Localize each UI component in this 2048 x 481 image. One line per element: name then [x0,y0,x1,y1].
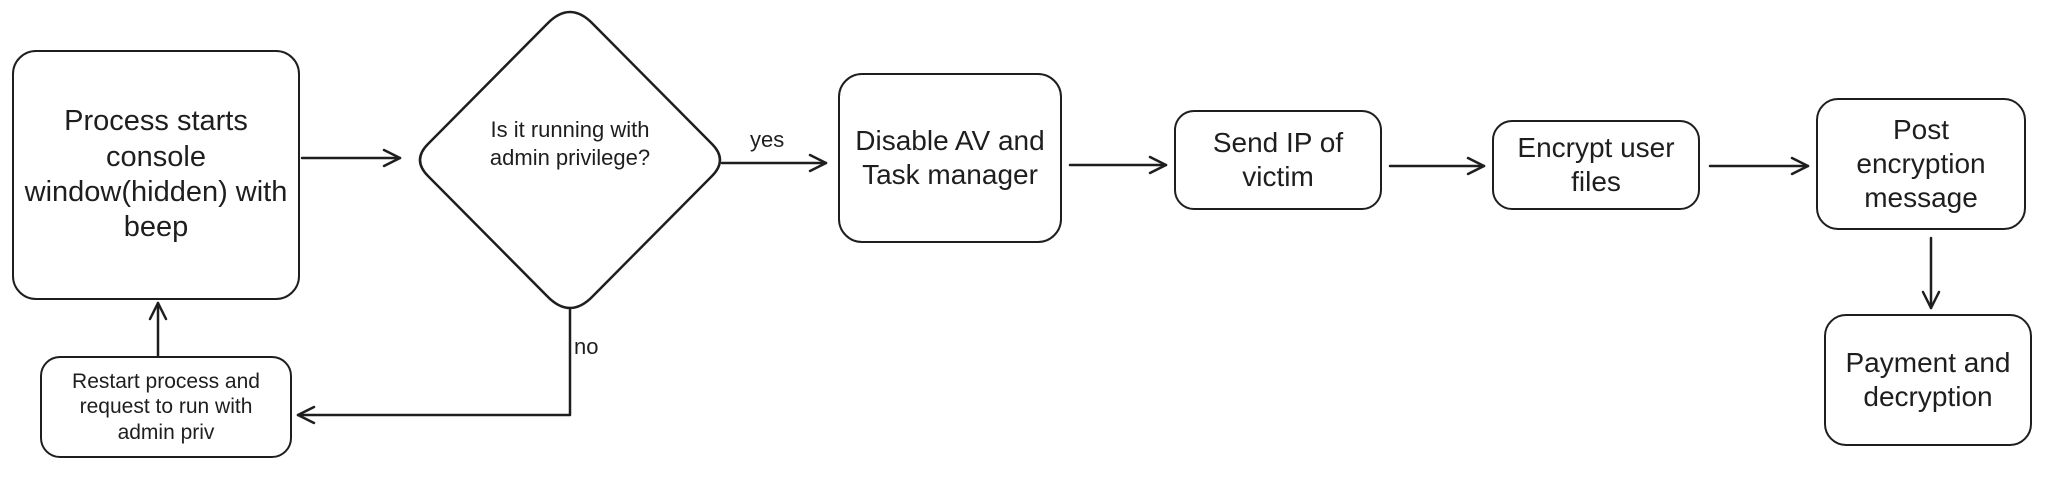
node-send-ip-text: Send IP of victim [1212,126,1344,192]
arrow-disable-to-send-ip [1068,155,1168,175]
node-process-start-text: Process starts console window(hidden) wi… [24,105,288,244]
arrow-post-to-payment [1921,236,1941,310]
arrow-decision-to-disable [720,153,828,173]
node-post-encryption: Post encryption message [1816,98,2026,230]
node-send-ip: Send IP of victim [1174,110,1382,210]
node-payment-decryption: Payment and decryption [1824,314,2032,446]
node-restart-process: Restart process and request to run with … [40,356,292,458]
arrow-start-to-decision [300,148,402,168]
arrow-decision-to-restart [296,306,572,425]
node-post-encryption-text: Post encryption message [1856,113,1986,214]
node-payment-decryption-text: Payment and decryption [1845,346,2011,412]
arrow-send-ip-to-encrypt [1388,156,1486,176]
yes-label: yes [750,127,785,152]
node-encrypt-files-text: Encrypt user files [1517,131,1675,197]
node-encrypt-files: Encrypt user files [1492,120,1700,210]
node-process-start: Process starts console window(hidden) wi… [12,50,300,300]
node-disable-av-text: Disable AV and Task manager [855,124,1045,190]
decision-text: Is it running with admin privilege? [489,117,651,170]
arrow-encrypt-to-post [1708,156,1810,176]
decision-diamond-shape [418,10,722,310]
arrow-restart-to-start [148,301,168,358]
node-restart-process-text: Restart process and request to run with … [72,369,260,444]
no-label: no [574,334,599,359]
node-disable-av: Disable AV and Task manager [838,73,1062,243]
